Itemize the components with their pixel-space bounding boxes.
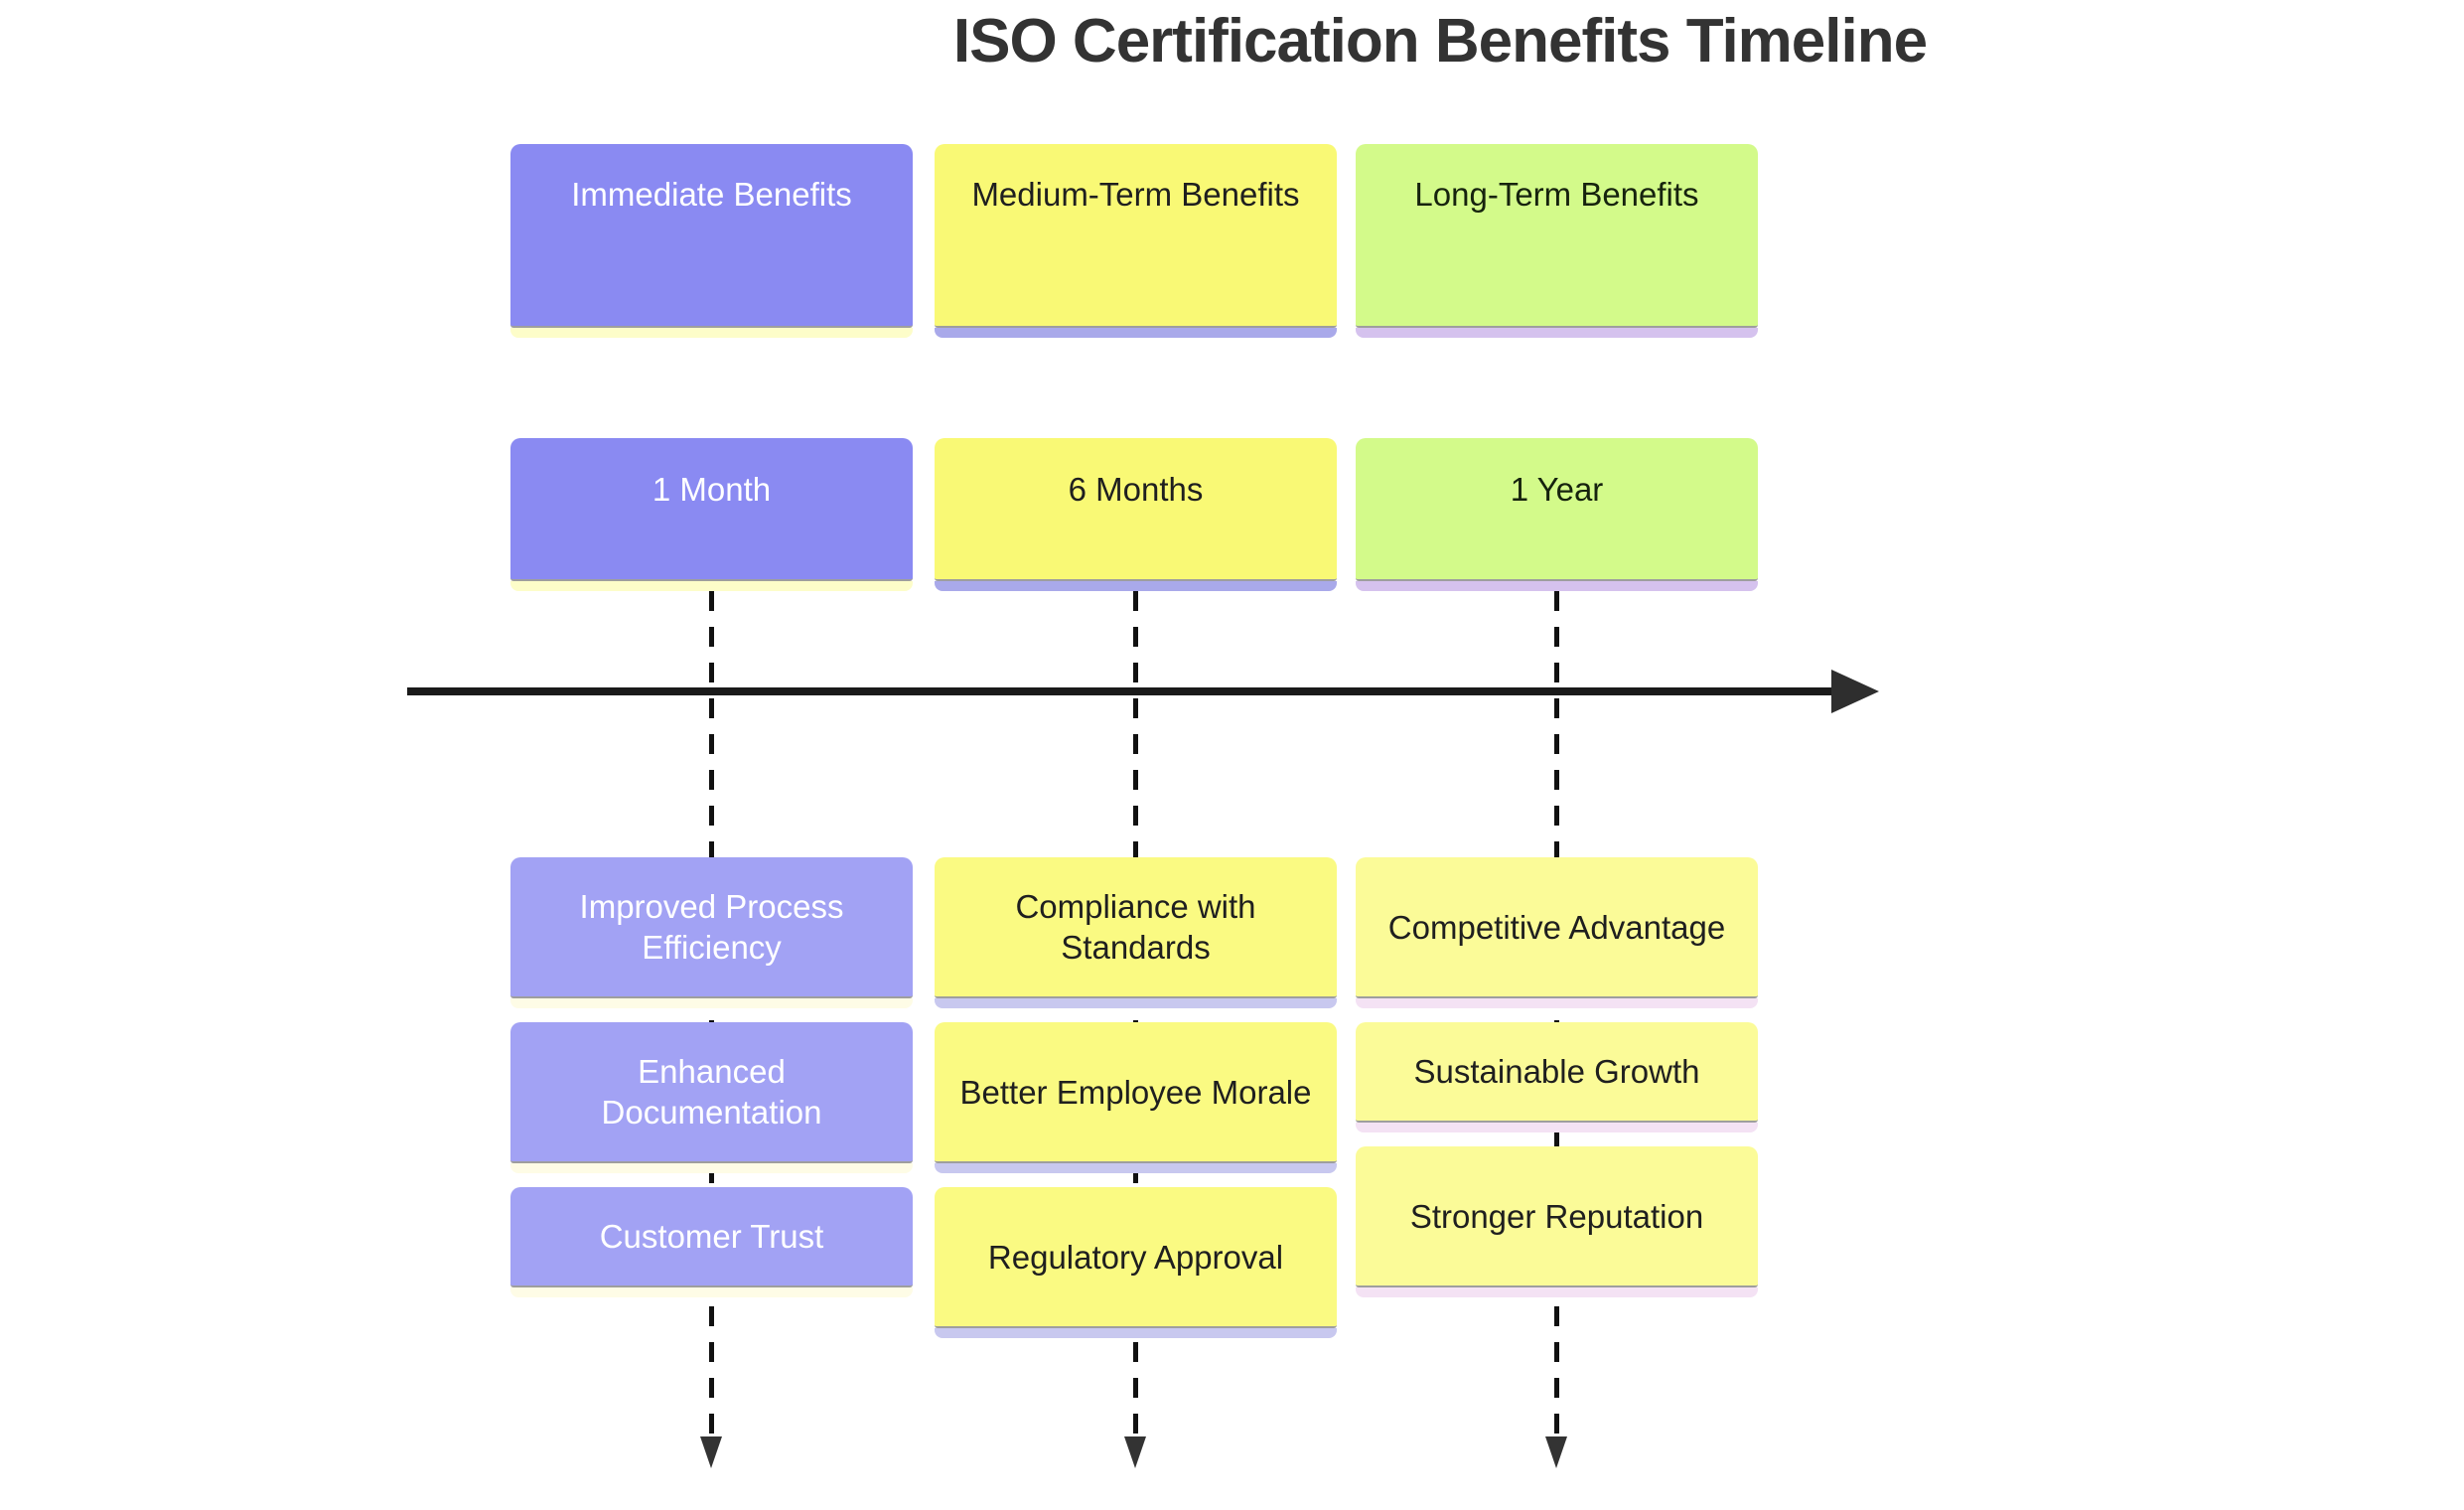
event-label: Competitive Advantage <box>1387 908 1726 946</box>
event-box: Stronger Reputation <box>1356 1146 1758 1287</box>
dashed-connector-immediate <box>709 591 714 1438</box>
event-label: Regulatory Approval <box>987 1238 1284 1276</box>
event-shadow-bar <box>1356 998 1758 1008</box>
event-regulatory-approval: Regulatory Approval <box>935 1187 1337 1338</box>
event-enhanced-documentation: Enhanced Documentation <box>510 1022 913 1173</box>
event-box: Sustainable Growth <box>1356 1022 1758 1123</box>
event-label: Stronger Reputation <box>1409 1197 1704 1235</box>
section-header-shadow-bar <box>935 328 1337 338</box>
period-medium-term: 6 Months <box>935 438 1337 591</box>
down-arrowhead-icon-long-term <box>1545 1436 1567 1468</box>
event-label: Customer Trust <box>599 1218 824 1255</box>
section-header-long-term: Long-Term Benefits <box>1356 144 1758 338</box>
event-box: Customer Trust <box>510 1187 913 1287</box>
event-label: Sustainable Growth <box>1413 1053 1700 1090</box>
period-label: 1 Month <box>652 471 772 508</box>
event-box: Improved Process Efficiency <box>510 857 913 998</box>
event-shadow-bar <box>510 1287 913 1297</box>
down-arrowhead-icon-medium-term <box>1124 1436 1146 1468</box>
event-label: Better Employee Morale <box>959 1073 1312 1111</box>
event-list-medium-term: Compliance with Standards Better Employe… <box>935 857 1337 1338</box>
event-shadow-bar <box>1356 1123 1758 1132</box>
event-sustainable-growth: Sustainable Growth <box>1356 1022 1758 1132</box>
period-shadow-bar <box>1356 581 1758 591</box>
column-immediate-benefits: Immediate Benefits 1 Month Improved Proc… <box>510 0 913 1311</box>
period-shadow-bar <box>510 581 913 591</box>
section-header-box: Long-Term Benefits <box>1356 144 1758 328</box>
event-label: Improved Process Efficiency <box>579 888 844 966</box>
event-compliance-with-standards: Compliance with Standards <box>935 857 1337 1008</box>
timeline-axis-arrowhead-icon <box>1831 670 1879 713</box>
section-header-immediate: Immediate Benefits <box>510 144 913 338</box>
event-box: Enhanced Documentation <box>510 1022 913 1163</box>
diagram-title: ISO Certification Benefits Timeline <box>952 7 1928 76</box>
event-better-employee-morale: Better Employee Morale <box>935 1022 1337 1173</box>
column-medium-term-benefits: Medium-Term Benefits 6 Months Compliance… <box>935 0 1337 1352</box>
period-box: 1 Year <box>1356 438 1758 581</box>
event-list-long-term: Competitive Advantage Sustainable Growth… <box>1356 857 1758 1297</box>
period-label: 6 Months <box>1068 471 1204 508</box>
dashed-connector-medium-term <box>1133 591 1138 1438</box>
section-header-label: Medium-Term Benefits <box>971 176 1300 213</box>
event-customer-trust: Customer Trust <box>510 1187 913 1297</box>
section-header-medium-term: Medium-Term Benefits <box>935 144 1337 338</box>
section-header-label: Long-Term Benefits <box>1414 176 1699 213</box>
event-list-immediate: Improved Process Efficiency Enhanced Doc… <box>510 857 913 1297</box>
event-label: Compliance with Standards <box>1015 888 1256 966</box>
section-header-shadow-bar <box>510 328 913 338</box>
event-shadow-bar <box>935 998 1337 1008</box>
event-competitive-advantage: Competitive Advantage <box>1356 857 1758 1008</box>
event-box: Better Employee Morale <box>935 1022 1337 1163</box>
period-long-term: 1 Year <box>1356 438 1758 591</box>
event-improved-process-efficiency: Improved Process Efficiency <box>510 857 913 1008</box>
down-arrowhead-icon-immediate <box>700 1436 722 1468</box>
period-shadow-bar <box>935 581 1337 591</box>
period-box: 6 Months <box>935 438 1337 581</box>
dashed-connector-long-term <box>1554 591 1559 1438</box>
period-box: 1 Month <box>510 438 913 581</box>
event-shadow-bar <box>935 1163 1337 1173</box>
event-shadow-bar <box>510 998 913 1008</box>
period-immediate: 1 Month <box>510 438 913 591</box>
section-header-box: Medium-Term Benefits <box>935 144 1337 328</box>
event-box: Competitive Advantage <box>1356 857 1758 998</box>
column-long-term-benefits: Long-Term Benefits 1 Year Competitive Ad… <box>1356 0 1758 1311</box>
section-header-shadow-bar <box>1356 328 1758 338</box>
event-box: Compliance with Standards <box>935 857 1337 998</box>
period-label: 1 Year <box>1510 471 1604 508</box>
event-shadow-bar <box>510 1163 913 1173</box>
timeline-axis-line <box>407 687 1831 695</box>
event-shadow-bar <box>1356 1287 1758 1297</box>
section-header-label: Immediate Benefits <box>571 176 852 213</box>
section-header-box: Immediate Benefits <box>510 144 913 328</box>
event-stronger-reputation: Stronger Reputation <box>1356 1146 1758 1297</box>
event-shadow-bar <box>935 1328 1337 1338</box>
event-label: Enhanced Documentation <box>601 1053 822 1131</box>
event-box: Regulatory Approval <box>935 1187 1337 1328</box>
